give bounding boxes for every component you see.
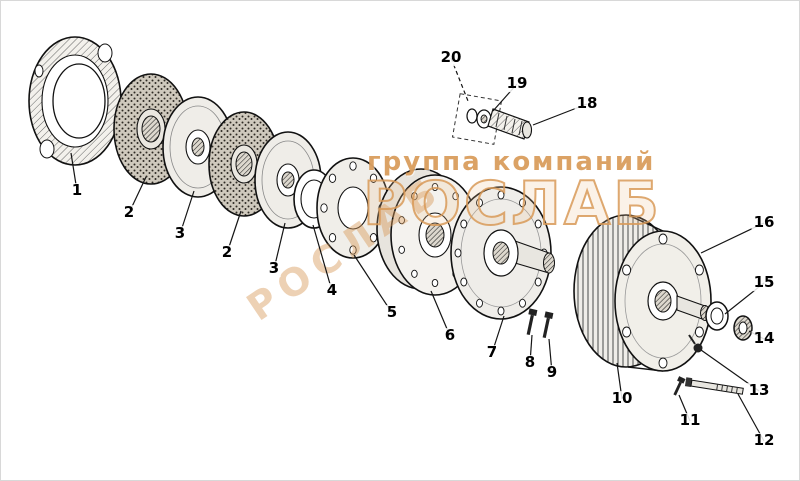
part-15-ring	[705, 301, 729, 331]
part-callout-3-5: 3	[172, 224, 188, 243]
part-callout-5-9: 5	[384, 303, 400, 322]
part-callout-19-1: 19	[504, 74, 530, 93]
part-callout-1-3: 1	[69, 181, 85, 200]
part-callout-2-4: 2	[121, 203, 137, 222]
part-callout-8-12: 8	[522, 353, 538, 372]
part-callout-4-8: 4	[324, 281, 340, 300]
part-callout-12-16: 12	[751, 431, 777, 450]
part-callout-7-11: 7	[484, 343, 500, 362]
part-callout-16-20: 16	[751, 213, 777, 232]
part-callout-13-17: 13	[746, 381, 772, 400]
part-callout-3-7: 3	[266, 259, 282, 278]
part-callout-9-13: 9	[544, 363, 560, 382]
part-callout-15-19: 15	[751, 273, 777, 292]
part-1-clutch-cover	[28, 36, 122, 166]
part-callout-20-0: 20	[438, 48, 464, 67]
part-callout-10-14: 10	[609, 389, 635, 408]
part-callout-2-6: 2	[219, 243, 235, 262]
part-14-seal-washer	[733, 315, 753, 341]
part-callout-14-18: 14	[751, 329, 777, 348]
part-11-bolt	[673, 376, 686, 396]
part-callout-11-15: 11	[677, 411, 703, 430]
part-7-flange	[450, 186, 555, 320]
part-callout-6-10: 6	[442, 326, 458, 345]
part-callout-18-2: 18	[574, 94, 600, 113]
part-9-bolt	[542, 311, 554, 339]
part-13-fitting	[693, 343, 703, 353]
part-8-bolt	[526, 308, 538, 336]
part-18-19-20-valve-assembly	[451, 93, 533, 145]
